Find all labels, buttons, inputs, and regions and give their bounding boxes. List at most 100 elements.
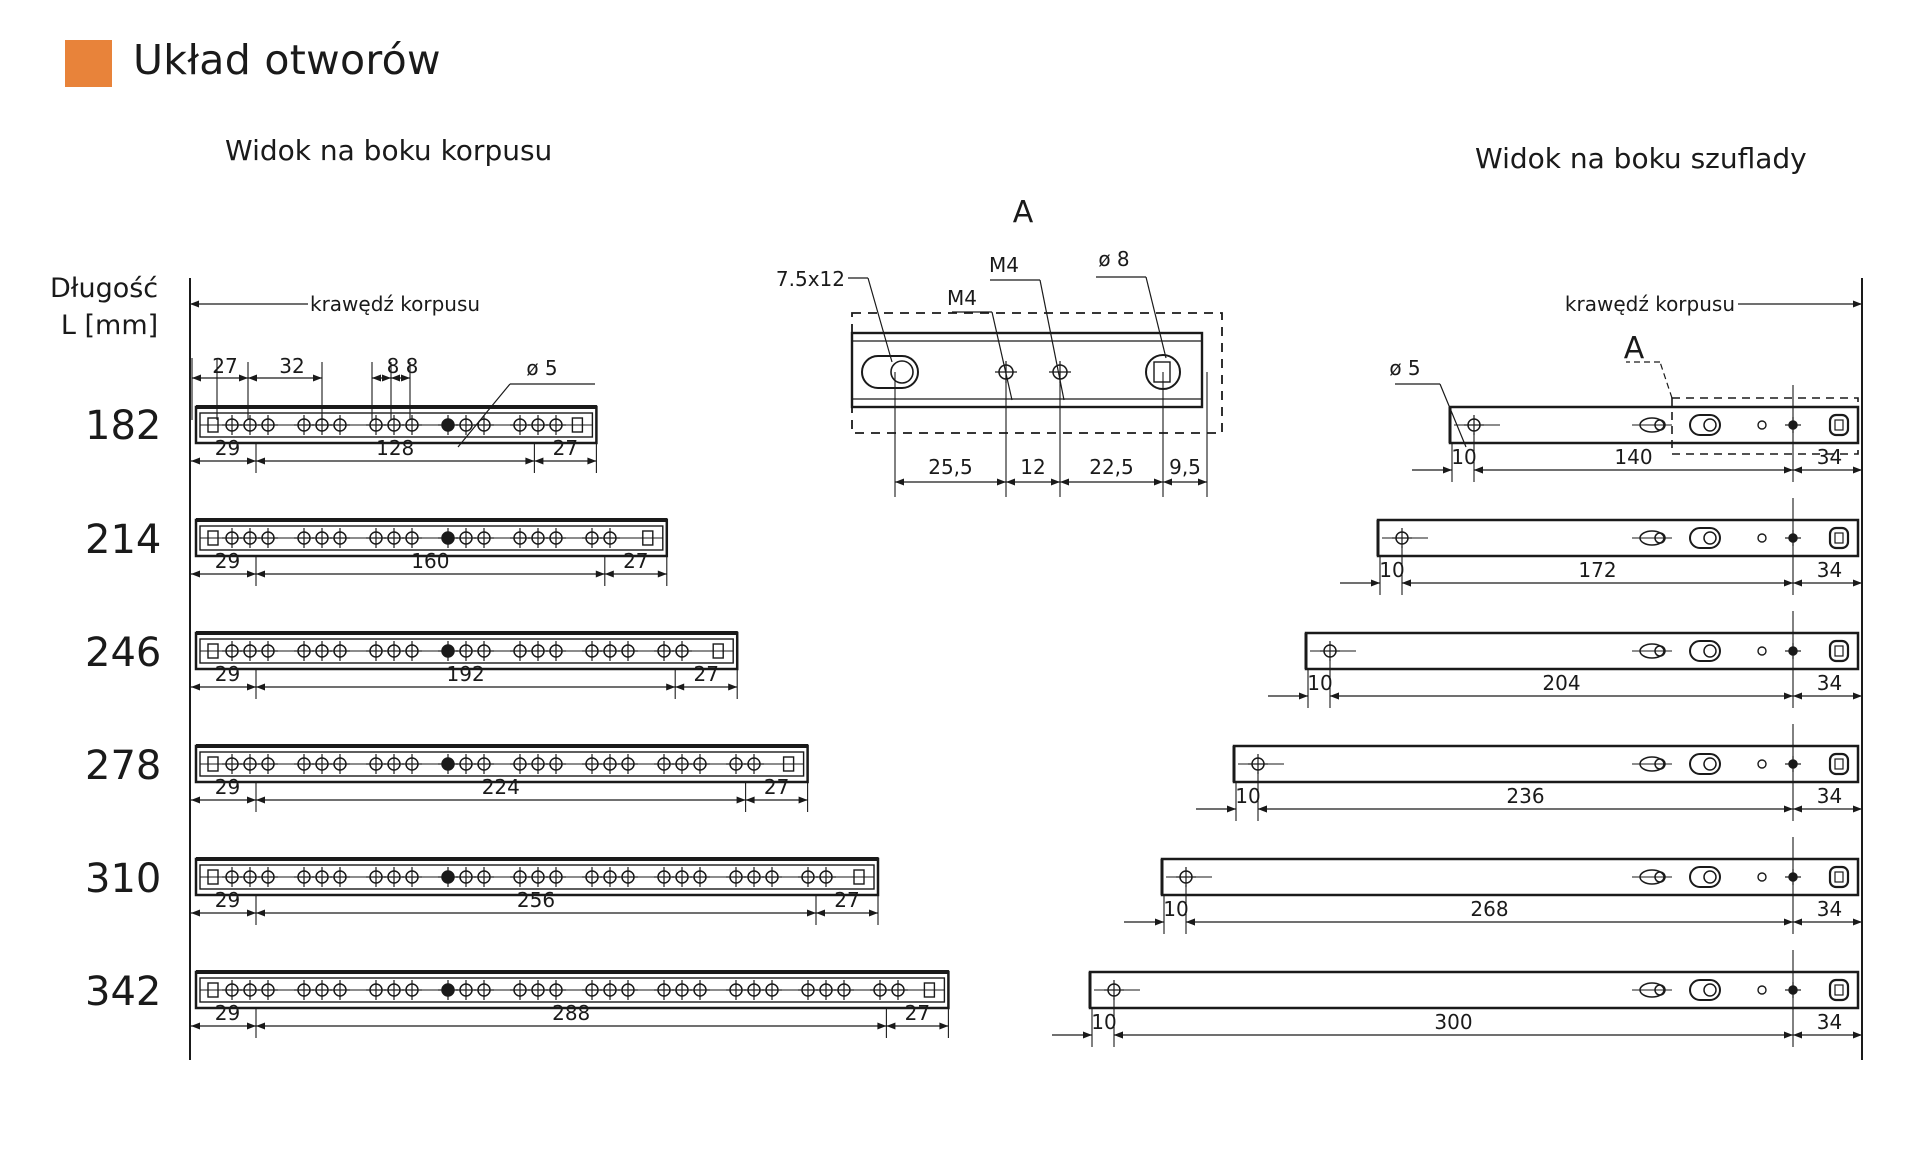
cabinet-dim-end-label: 27 <box>905 1001 930 1025</box>
drawer-rail-342 <box>1088 970 1860 1010</box>
arrow-head <box>191 1022 200 1030</box>
arrow-head <box>247 1022 256 1030</box>
square-hole-inner <box>1834 871 1844 883</box>
drawer-dim-middle-label: 172 <box>1578 558 1616 582</box>
length-column-header: Długość L [mm] <box>50 270 158 344</box>
arrow-head <box>256 909 265 917</box>
arrow-head <box>191 796 200 804</box>
cabinet-dim-start-label: 29 <box>215 436 240 460</box>
top-dim-27-label: 27 <box>212 354 237 378</box>
oval-slot-hole <box>1703 418 1717 432</box>
length-value-278: 278 <box>85 743 162 789</box>
oval-slot <box>1689 527 1721 549</box>
drawer-edge-label: krawędź korpusu <box>1565 292 1735 316</box>
arrow-head <box>1198 478 1207 486</box>
arrow-head <box>886 1022 896 1030</box>
drawer-dim-middle-label: 204 <box>1542 671 1580 695</box>
arrow-head <box>313 374 322 382</box>
square-hole <box>1828 978 1850 1002</box>
oval-slot-hole <box>1703 757 1717 771</box>
square-hole-inner <box>1834 532 1844 544</box>
arrow-head <box>1083 1031 1092 1039</box>
oval-slot <box>1689 979 1721 1001</box>
cabinet-dim-end-label: 27 <box>764 775 789 799</box>
arrow-head <box>1474 466 1483 474</box>
cabinet-dim-end-label: 27 <box>623 549 648 573</box>
detail-dim-label-2: 22,5 <box>1089 455 1134 479</box>
arrow-head <box>247 570 256 578</box>
arrow-head <box>256 683 265 691</box>
detail-boundary <box>851 312 1223 434</box>
drawer-dim-start-label: 10 <box>1379 558 1404 582</box>
arrow-head <box>191 570 200 578</box>
arrow-head <box>1853 300 1862 308</box>
drawer-dim-middle-label: 268 <box>1470 897 1508 921</box>
arrow-head <box>1114 1031 1123 1039</box>
arrow-head <box>247 457 256 465</box>
drawer-rail-278 <box>1232 744 1860 784</box>
square-hole-inner <box>1834 758 1844 770</box>
top-dim-32-label: 32 <box>279 354 304 378</box>
arrow-head <box>256 457 265 465</box>
arrow-head <box>191 457 200 465</box>
arrow-head <box>1060 478 1069 486</box>
arrow-head <box>1258 805 1267 813</box>
oval-slot-hole <box>1703 531 1717 545</box>
detail-a-frame <box>1671 397 1859 455</box>
small-hole <box>1757 872 1767 882</box>
page-title: Układ otworów <box>133 36 441 84</box>
cabinet-dim-end-label: 27 <box>693 662 718 686</box>
arrow-head <box>1006 478 1015 486</box>
drawer-rail-310 <box>1160 857 1860 897</box>
rail-end-slot <box>207 756 219 772</box>
arrow-head <box>191 683 200 691</box>
arrow-head <box>1853 918 1862 926</box>
arrow-head <box>1853 805 1862 813</box>
arrow-head <box>1784 579 1793 587</box>
arrow-head <box>1784 692 1793 700</box>
square-hole <box>1828 639 1850 663</box>
arrow-head <box>401 374 410 382</box>
arrow-head <box>248 374 257 382</box>
arrow-head <box>728 683 738 691</box>
arrow-head <box>1853 692 1862 700</box>
small-hole <box>1757 646 1767 656</box>
arrow-head <box>1793 1031 1802 1039</box>
drawer-hole-leader <box>1439 383 1467 448</box>
cabinet-dim-start-label: 29 <box>215 888 240 912</box>
arrow-head <box>247 909 256 917</box>
arrow-head <box>1299 692 1308 700</box>
rail-end-slot <box>207 417 219 433</box>
arrow-head <box>675 683 685 691</box>
length-value-246: 246 <box>85 630 162 676</box>
square-hole-inner <box>1834 419 1844 431</box>
arrow-head <box>247 796 256 804</box>
drawer-dim-end-label: 34 <box>1817 1010 1842 1034</box>
detail-m4b-label: M4 <box>989 253 1019 277</box>
view-title-drawer-side: Widok na boku szuflady <box>1475 142 1807 175</box>
arrow-head <box>247 683 256 691</box>
cabinet-dim-middle-label: 288 <box>552 1001 590 1025</box>
top-dim-8b-label: 8 <box>406 354 419 378</box>
detail-8mm-leader <box>1145 276 1167 359</box>
detail-dim-label-1: 12 <box>1020 455 1045 479</box>
drawer-dim-middle-label: 300 <box>1434 1010 1472 1034</box>
arrow-head <box>1154 478 1163 486</box>
drawer-dim-middle-label: 236 <box>1506 784 1544 808</box>
drawer-hole-label: ø 5 <box>1389 356 1420 380</box>
arrow-head <box>1793 579 1802 587</box>
arrow-head <box>877 1022 887 1030</box>
arrow-head <box>595 570 605 578</box>
arrow-head <box>997 478 1006 486</box>
arrow-head <box>798 796 808 804</box>
detail-8mm-label: ø 8 <box>1098 247 1129 271</box>
cabinet-dim-start-label: 29 <box>215 662 240 686</box>
arrow-head <box>816 909 825 917</box>
arrow-head <box>1793 918 1802 926</box>
oval-slot-hole <box>1703 644 1717 658</box>
arrow-head <box>1330 692 1339 700</box>
square-hole <box>1828 413 1850 437</box>
arrow-head <box>1402 579 1411 587</box>
square-hole <box>1828 865 1850 889</box>
